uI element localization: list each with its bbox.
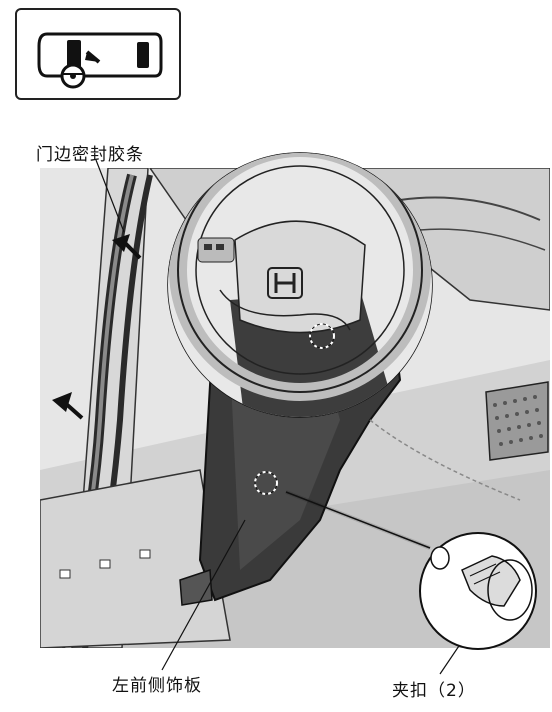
direction-arrow-icon	[112, 234, 142, 260]
door-seal-label: 门边密封胶条	[36, 145, 144, 165]
left-side-trim-label: 左前侧饰板	[112, 676, 202, 696]
vehicle-locator-box	[15, 8, 181, 100]
vehicle-top-view-icon	[37, 32, 163, 89]
direction-arrow-icon	[52, 392, 84, 420]
clip-label: 夹扣（2）	[392, 681, 476, 701]
clip-detail	[419, 532, 537, 650]
